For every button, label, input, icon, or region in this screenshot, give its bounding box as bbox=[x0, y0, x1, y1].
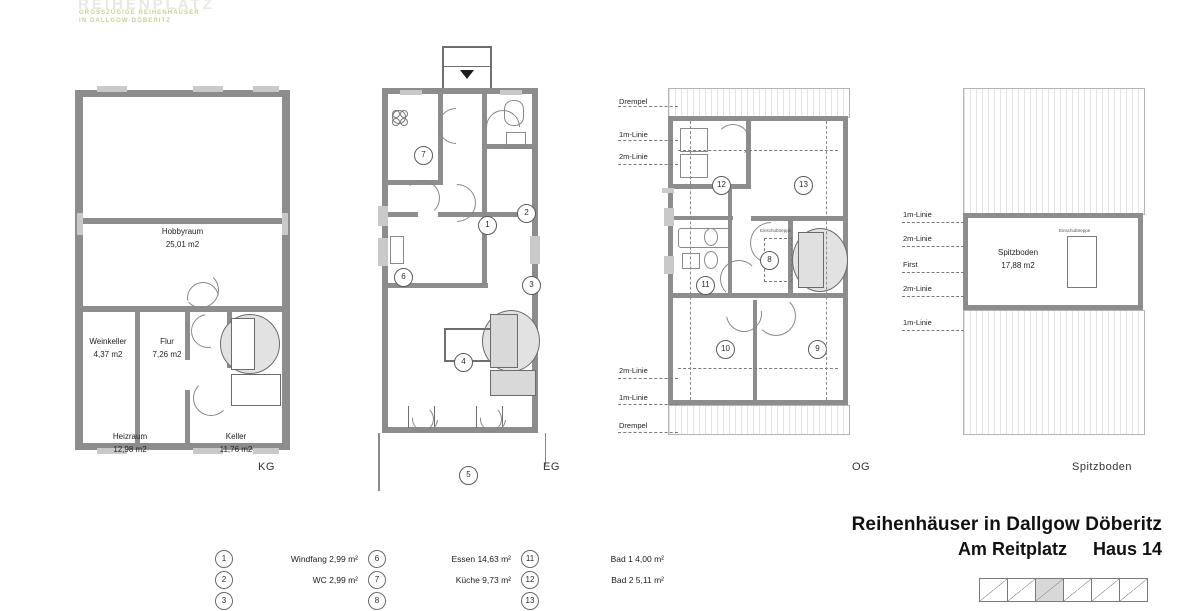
og-annot-2m-top: 2m-Linie bbox=[618, 152, 649, 161]
plan-kg: Hobbyraum 25,01 m2 Weinkeller 4,37 m2 Fl… bbox=[75, 86, 290, 454]
legend-row: 1 Windfang 2,99 m² 6 Essen 14,63 m² 11 B… bbox=[215, 548, 675, 569]
sp-annot-2m-a: 2m-Linie bbox=[902, 234, 933, 243]
legend-item: 11 Bad 1 4,00 m² bbox=[521, 549, 674, 568]
floor-label-kg: KG bbox=[258, 461, 275, 473]
site-unit bbox=[1007, 578, 1035, 602]
og-marker-13: 13 bbox=[794, 176, 813, 195]
kg-room-weinkeller: Weinkeller 4,37 m2 bbox=[89, 337, 127, 359]
plan-eg: 1 2 3 4 5 6 7 bbox=[378, 46, 546, 491]
og-annot-2m-bottom: 2m-Linie bbox=[618, 366, 649, 375]
eg-marker-5: 5 bbox=[459, 466, 478, 485]
legend-number: 12 bbox=[521, 570, 539, 589]
site-unit bbox=[1035, 578, 1063, 602]
legend-item: 2 WC 2,99 m² bbox=[215, 570, 368, 589]
kg-room-hobbyraum: Hobbyraum 25,01 m2 bbox=[161, 227, 204, 249]
floor-label-eg: EG bbox=[543, 461, 560, 473]
house-number: Haus 14 bbox=[1092, 539, 1162, 559]
legend-row: 3 8 13 bbox=[215, 590, 675, 611]
site-unit bbox=[1119, 578, 1148, 602]
legend-item: 12 Bad 2 5,11 m² bbox=[521, 570, 674, 589]
floor-label-og: OG bbox=[852, 461, 871, 473]
legend-item: 13 bbox=[521, 591, 674, 610]
legend-item: 3 bbox=[215, 591, 368, 610]
kg-room-keller: Keller 11,76 m2 bbox=[219, 432, 253, 454]
eg-marker-3: 3 bbox=[522, 276, 541, 295]
site-unit bbox=[1091, 578, 1119, 602]
legend-number: 13 bbox=[521, 591, 539, 610]
spitzboden-room-label: Spitzboden 17,88 m2 bbox=[997, 248, 1039, 270]
site-unit bbox=[979, 578, 1007, 602]
plan-spitzboden: Einschubtreppe Spitzboden 17,88 m2 bbox=[963, 88, 1145, 435]
legend-number: 11 bbox=[521, 549, 539, 568]
legend-text: Bad 1 4,00 m² bbox=[610, 553, 664, 564]
og-annot-1m-top: 1m-Linie bbox=[618, 130, 649, 139]
og-marker-11: 11 bbox=[696, 276, 715, 295]
og-marker-8: 8 bbox=[760, 251, 779, 270]
legend-number: 8 bbox=[368, 591, 386, 610]
title-block: Reihenhäuser in Dallgow Döberitz Am Reit… bbox=[852, 512, 1162, 562]
brand-subtitle: GROSSZÜGIGE REIHENHÄUSER IN DALLGOW-DÖBE… bbox=[79, 10, 200, 24]
legend-number: 7 bbox=[368, 570, 386, 589]
og-line-drempel-rule-b bbox=[618, 432, 678, 433]
eg-marker-2: 2 bbox=[517, 204, 536, 223]
eg-marker-4: 4 bbox=[454, 353, 473, 372]
legend-item: 1 Windfang 2,99 m² bbox=[215, 549, 368, 568]
legend-text: Windfang 2,99 m² bbox=[290, 553, 358, 564]
legend-text: WC 2,99 m² bbox=[312, 574, 358, 585]
room-legend: 1 Windfang 2,99 m² 6 Essen 14,63 m² 11 B… bbox=[215, 548, 675, 611]
project-title: Reihenhäuser in Dallgow Döberitz bbox=[851, 514, 1162, 535]
legend-item: 6 Essen 14,63 m² bbox=[368, 549, 521, 568]
eg-marker-1: 1 bbox=[478, 216, 497, 235]
legend-row: 2 WC 2,99 m² 7 Küche 9,73 m² 12 Bad 2 5,… bbox=[215, 569, 675, 590]
og-marker-9: 9 bbox=[808, 340, 827, 359]
brand-logo: REIHENPLATZ bbox=[78, 0, 215, 13]
og-marker-10: 10 bbox=[716, 340, 735, 359]
og-line-drempel-rule bbox=[618, 106, 678, 107]
sp-annot-first: First bbox=[902, 260, 919, 269]
plan-og: Einschubtreppe 12 13 8 11 10 9 bbox=[662, 88, 850, 435]
eg-marker-6: 6 bbox=[394, 268, 413, 287]
eg-marker-7: 7 bbox=[414, 146, 433, 165]
sp-line-2m-b-rule bbox=[902, 296, 964, 297]
floor-label-spitzboden: Spitzboden bbox=[1072, 461, 1133, 473]
sp-annot-1m-b: 1m-Linie bbox=[902, 318, 933, 327]
legend-number: 3 bbox=[215, 591, 233, 610]
legend-number: 6 bbox=[368, 549, 386, 568]
kg-room-heizraum: Heizraum 12,98 m2 bbox=[112, 432, 148, 454]
site-row-diagram bbox=[979, 578, 1148, 602]
kg-room-flur: Flur 7,26 m2 bbox=[152, 337, 182, 359]
sp-line-1m-a-rule bbox=[902, 222, 964, 223]
legend-text: Essen 14,63 m² bbox=[451, 553, 511, 564]
spitzboden-stair-note: Einschubtreppe bbox=[1059, 228, 1091, 233]
sp-line-first-rule bbox=[902, 272, 964, 273]
og-annot-1m-bottom: 1m-Linie bbox=[618, 393, 649, 402]
legend-number: 2 bbox=[215, 570, 233, 589]
legend-number: 1 bbox=[215, 549, 233, 568]
site-unit bbox=[1063, 578, 1091, 602]
project-street: Am Reitplatz bbox=[957, 539, 1067, 559]
og-marker-12: 12 bbox=[712, 176, 731, 195]
og-line-2m-rule-b bbox=[618, 378, 678, 379]
og-annot-drempel-top: Drempel bbox=[618, 97, 649, 106]
og-annot-drempel-bottom: Drempel bbox=[618, 421, 649, 430]
sp-line-1m-b-rule bbox=[902, 330, 964, 331]
sp-annot-2m-b: 2m-Linie bbox=[902, 284, 933, 293]
og-stair-note: Einschubtreppe bbox=[760, 228, 792, 233]
sp-line-2m-a-rule bbox=[902, 246, 964, 247]
og-line-1m-rule-b bbox=[618, 404, 678, 405]
og-line-2m-rule bbox=[618, 164, 678, 165]
legend-item: 7 Küche 9,73 m² bbox=[368, 570, 521, 589]
legend-item: 8 bbox=[368, 591, 521, 610]
sp-annot-1m-a: 1m-Linie bbox=[902, 210, 933, 219]
legend-text: Bad 2 5,11 m² bbox=[611, 574, 664, 585]
legend-text: Küche 9,73 m² bbox=[455, 574, 511, 585]
og-line-1m-rule bbox=[618, 140, 678, 141]
project-subtitle: Am Reitplatz Haus 14 bbox=[852, 537, 1162, 562]
